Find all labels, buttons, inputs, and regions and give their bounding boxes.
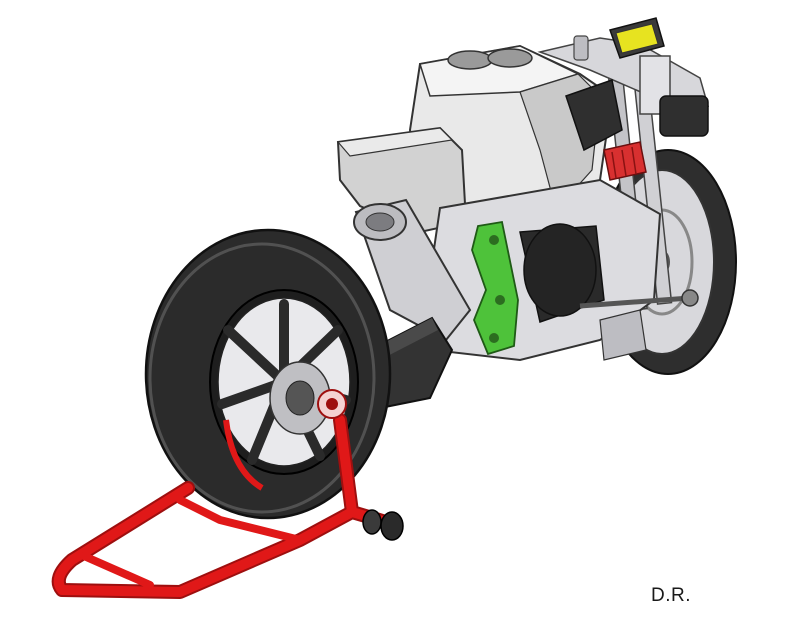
exhaust-silencer <box>353 198 472 342</box>
radiator-fan-red <box>603 141 647 181</box>
photo-credit: D.R. <box>651 585 691 606</box>
rear-wheel <box>144 228 392 520</box>
engine-block <box>426 178 662 362</box>
swingarm-spool <box>317 389 347 419</box>
rearset-rods <box>579 289 699 309</box>
handlebar-assembly <box>537 35 710 137</box>
frame-plate-green <box>471 220 519 356</box>
paddock-stand <box>51 413 393 599</box>
stand-caster-wheel <box>362 509 404 541</box>
dashboard-display <box>609 17 665 59</box>
rear-sprocket <box>223 419 264 491</box>
